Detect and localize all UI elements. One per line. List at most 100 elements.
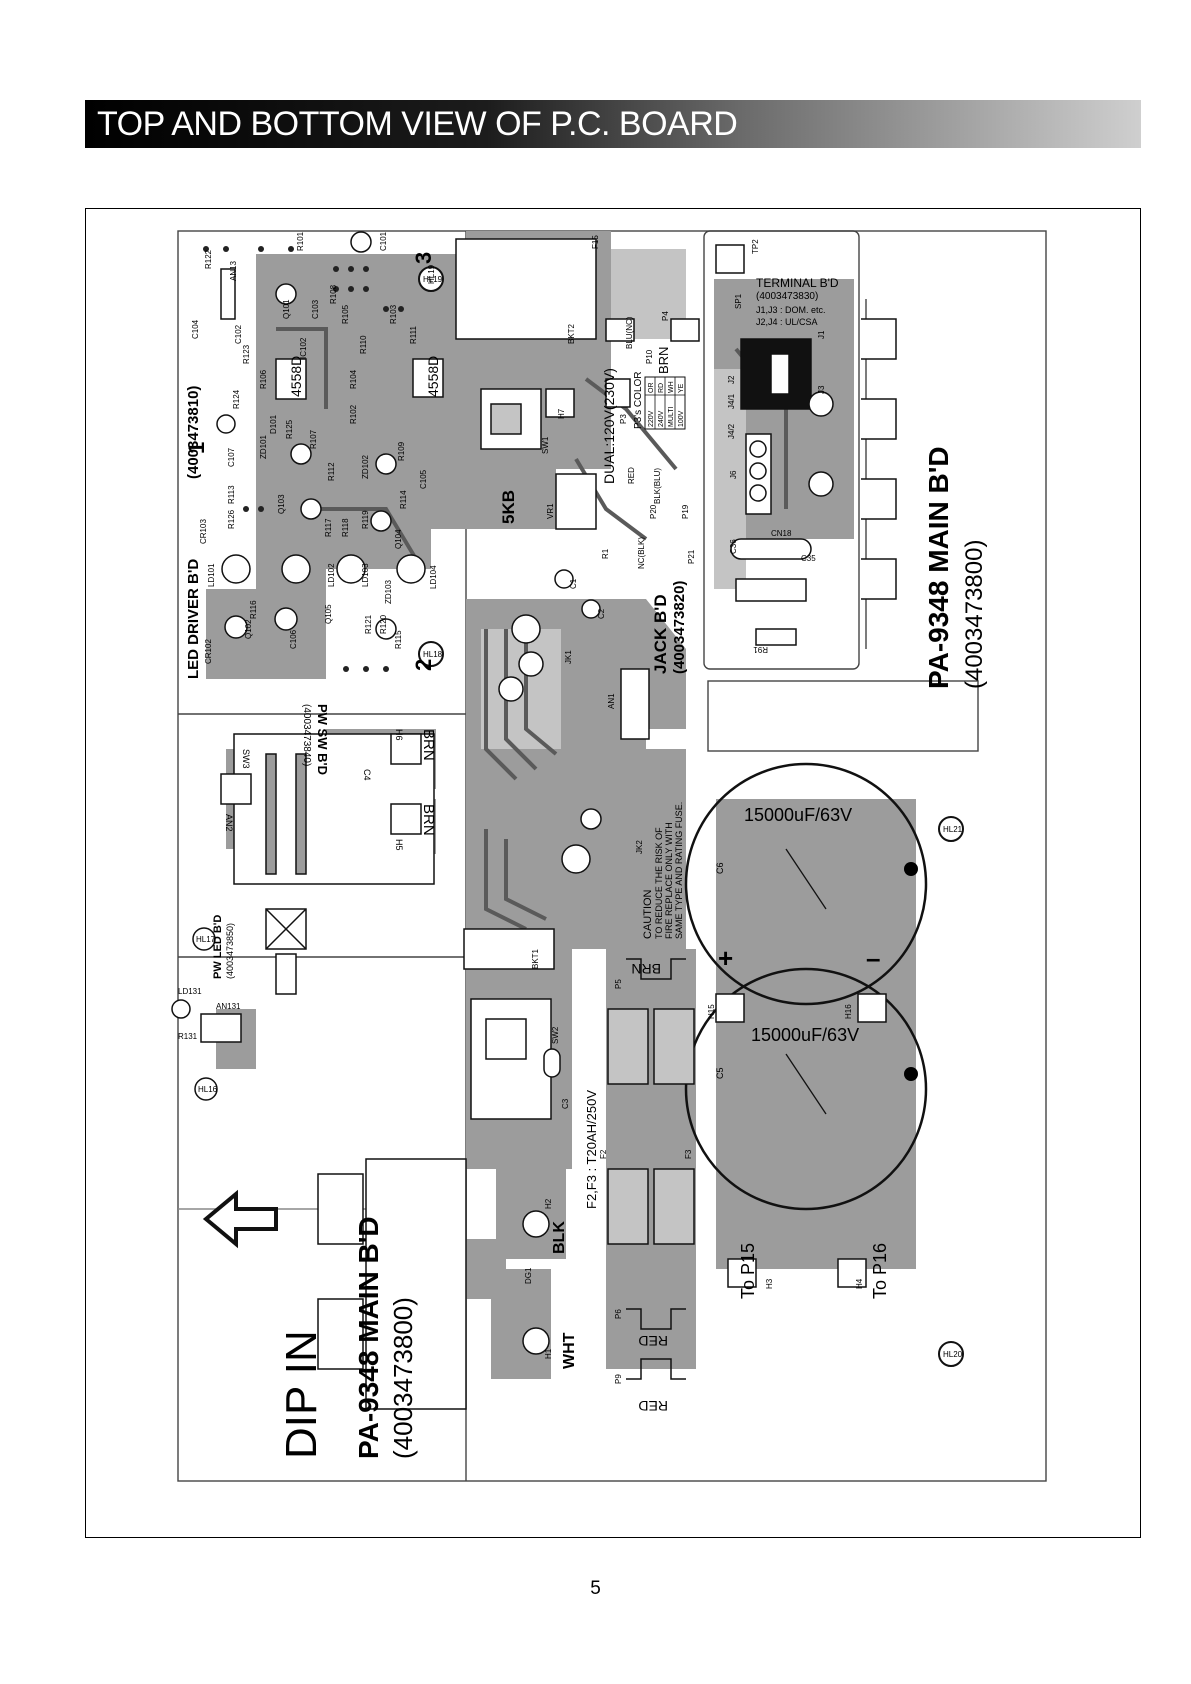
p3-row1-voltage: 220V [648,410,655,427]
ref-r111: R111 [409,326,418,344]
ref-r106: R106 [259,369,268,389]
ref-c103: C103 [311,299,320,319]
ref-hl20: HL20 [943,1350,963,1359]
label-red-p9: RED [638,1398,668,1414]
ref-sw3: SW3 [241,749,251,769]
jack-name: JACK B'D [651,594,670,674]
ref-hl18: HL18 [423,650,443,659]
p3-row3-color: WH [668,381,675,393]
pw-sw-name: PW SW B'D [315,704,330,775]
fuse-labels: F2 F3 P5 P6 P9 BRN RED RED [599,961,693,1414]
ref-j4-1: J4/1 [727,393,736,409]
ref-j3: J3 [817,385,826,394]
label-blk: BLK [551,1221,568,1254]
jack-title: JACK B'D (4003473820) [651,581,688,674]
ref-j4-2: J4/2 [727,423,736,439]
ref-hl17: HL17 [196,935,216,944]
ref-r105: R105 [341,304,350,324]
terminal-title: TERMINAL B'D (4003473830) J1,J3 : DOM. e… [756,276,839,327]
ref-an1: AN1 [607,693,616,709]
jack-labels: JK1 AN1 C1 C2 R1 VR1 5KB SW1 H7 BKT2 F15… [499,235,696,1109]
ref-h4: H4 [855,1278,864,1289]
ic-4558d-1: 4558D [288,356,304,397]
ref-r124: R124 [232,389,241,409]
label-red-p6: RED [638,1333,668,1349]
ref-c3: C3 [561,1098,570,1109]
ref-tp2: TP2 [751,239,760,254]
terminal-note-1: J1,J3 : DOM. etc. [756,305,826,315]
ref-p6: P6 [614,1309,623,1319]
dc-terminals [715,993,887,1288]
fuse-holders [607,958,695,1380]
voltage-label: DUAL:120V(230V) [601,368,617,484]
ref-h15: H15 [707,1004,716,1019]
caution-line-2: TO REDUCE THE RISK OF [654,827,664,939]
ref-c4: C4 [362,769,372,781]
ref-r125: R125 [285,419,294,439]
ref-bkt1: BKT1 [531,948,540,969]
ref-r108: R108 [329,284,338,304]
ref-f2: F2 [599,1149,608,1159]
marker-3: 3 [411,252,436,264]
label-wht: WHT [561,1332,578,1369]
ref-vr1: VR1 [546,503,555,519]
ref-c36: C36 [729,539,738,554]
cap-c6-id: C6 [715,862,725,874]
page-title: TOP AND BOTTOM VIEW OF P.C. BOARD [97,105,738,143]
ref-r113: R113 [227,485,236,504]
ref-cr103: CR103 [199,519,208,544]
ref-sw1: SW1 [541,436,550,454]
ref-c35: C35 [801,554,816,563]
label-brn-h6: BRN [420,729,437,761]
p3-row4-voltage: 100V [678,410,685,427]
label-blk-blu: BLK(BLU) [653,468,662,504]
cap-c6-value: 15000uF/63V [744,805,852,825]
section-title-bar: TOP AND BOTTOM VIEW OF P.C. BOARD [85,100,1141,148]
pw-sw-labels: SW3 AN2 C4 H6 H5 BRN BRN [224,729,437,851]
speaker-labels: BLK WHT H2 H1 DG1 [524,1198,578,1369]
ref-c104: C104 [191,319,200,339]
terminal-part: (4003473830) [756,291,818,302]
to-p15-label: To P15 [738,1243,758,1299]
ref-r122: R122 [204,249,213,269]
ref-q105: Q105 [324,604,333,624]
mount-holes [418,266,964,1367]
main-board-name: PA-9348 MAIN B'D [923,446,954,689]
ref-c1: C1 [569,578,578,589]
ref-r107: R107 [309,429,318,449]
p3-row4-color: YE [678,383,685,393]
ref-c107: C107 [227,447,236,467]
ref-c2: C2 [597,608,606,619]
dip-board-part: (4003473800) [388,1297,418,1459]
ref-c106: C106 [289,629,298,649]
ref-h6: H6 [394,729,404,741]
ref-ld103: LD103 [361,563,370,587]
ref-ld101: LD101 [207,563,216,587]
ref-p5: P5 [614,979,623,989]
power-switch-components [220,733,435,995]
ref-h7: H7 [557,408,566,419]
ref-h16: H16 [844,1004,853,1019]
ref-zd102: ZD102 [361,454,370,479]
ref-ic102: IC102 [299,337,308,359]
terminal-components [715,244,897,649]
ref-j2: J2 [727,375,736,384]
dc-terminal-labels: H15 H16 H3 H4 To P15 To P16 [707,1004,890,1299]
label-brn-h5: BRN [420,804,437,836]
ref-an13: AN13 [229,260,238,281]
page-number: 5 [590,1578,601,1599]
ref-ld104: LD104 [429,565,438,589]
ref-h2: H2 [544,1198,553,1209]
ref-h5: H5 [394,839,404,851]
ref-zd103: ZD103 [384,579,393,604]
ref-jk1: JK1 [564,650,573,664]
ref-d101: D101 [269,414,278,434]
dip-board-title: DIP IN PA-9348 MAIN B'D (4003473800) [277,1216,418,1459]
pcb-diagram: PA-9348 MAIN B'D (4003473800) DIP IN PA-… [171,230,1047,1482]
terminal-name: TERMINAL B'D [756,276,839,290]
caution-line-4: SAME TYPE AND RATING FUSE. [674,802,684,939]
main-board-title: PA-9348 MAIN B'D (4003473800) [923,446,988,689]
terminal-note-2: J2,J4 : UL/CSA [756,317,818,327]
capacitor-labels: C6 15000uF/63V C5 15000uF/63V + – [715,805,880,1079]
ref-p4: P4 [661,311,670,321]
